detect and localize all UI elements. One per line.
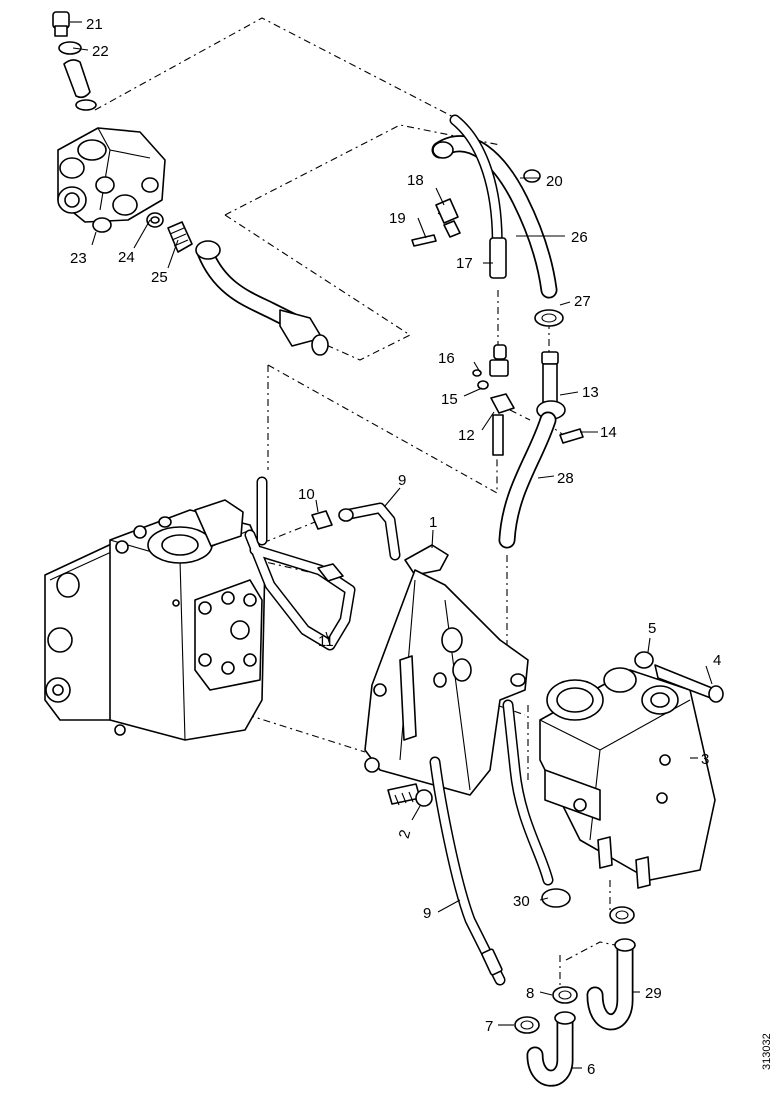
- callout-3: 3: [701, 751, 709, 768]
- pressure-pipe-17: [449, 114, 507, 279]
- callout-5: 5: [648, 620, 656, 637]
- callout-14: 14: [600, 424, 617, 441]
- mounting-bracket: [364, 544, 529, 807]
- hose-6: [514, 986, 578, 1087]
- callout-30: 30: [513, 893, 530, 910]
- callout-12: 12: [458, 427, 475, 444]
- clip-and-fasteners: [411, 169, 564, 327]
- callout-7: 7: [485, 1018, 493, 1035]
- callout-8-lower: 8: [526, 985, 534, 1002]
- callout-26: 26: [571, 229, 588, 246]
- callout-20: 20: [546, 173, 563, 190]
- control-valve: [539, 651, 724, 889]
- fittings-12-16: [472, 344, 584, 456]
- callout-13: 13: [582, 384, 599, 401]
- callout-6: 6: [587, 1061, 595, 1078]
- hose-28: [498, 411, 557, 549]
- callout-15: 15: [441, 391, 458, 408]
- callout-9-upper: 9: [398, 472, 406, 489]
- drawing-reference-number: 313032: [761, 1033, 773, 1070]
- return-line-lower: [502, 699, 571, 908]
- callout-17: 17: [456, 255, 473, 272]
- callout-11: 11: [318, 633, 334, 650]
- callout-labels: 1 2 3 4 5 6 7 8 8 9 9 10 11 12 13 14 15 …: [70, 16, 721, 1078]
- hose-9-lower: [429, 756, 506, 986]
- callout-10: 10: [298, 486, 315, 503]
- leader-lines: [70, 21, 713, 1069]
- steering-gear: [44, 499, 266, 741]
- pipe-assembly-11: [244, 476, 356, 651]
- callout-25: 25: [151, 269, 168, 286]
- hose-29: [586, 906, 636, 1031]
- steering-pump-assembly: [52, 11, 193, 253]
- pump-suction-hose: [195, 240, 329, 356]
- callout-29: 29: [645, 985, 662, 1002]
- callout-18: 18: [407, 172, 424, 189]
- callout-23: 23: [70, 250, 87, 267]
- callout-16: 16: [438, 350, 455, 367]
- callout-9-lower: 9: [423, 905, 431, 922]
- callout-22: 22: [92, 43, 109, 60]
- callout-2: 2: [396, 828, 415, 840]
- callout-27: 27: [574, 293, 591, 310]
- callout-1: 1: [429, 514, 437, 531]
- callout-4: 4: [713, 652, 721, 669]
- callout-19: 19: [389, 210, 406, 227]
- return-hose-26: [431, 135, 558, 299]
- callout-24: 24: [118, 249, 135, 266]
- callout-21: 21: [86, 16, 103, 33]
- hose-9-upper: [338, 502, 401, 561]
- callout-28: 28: [557, 470, 574, 487]
